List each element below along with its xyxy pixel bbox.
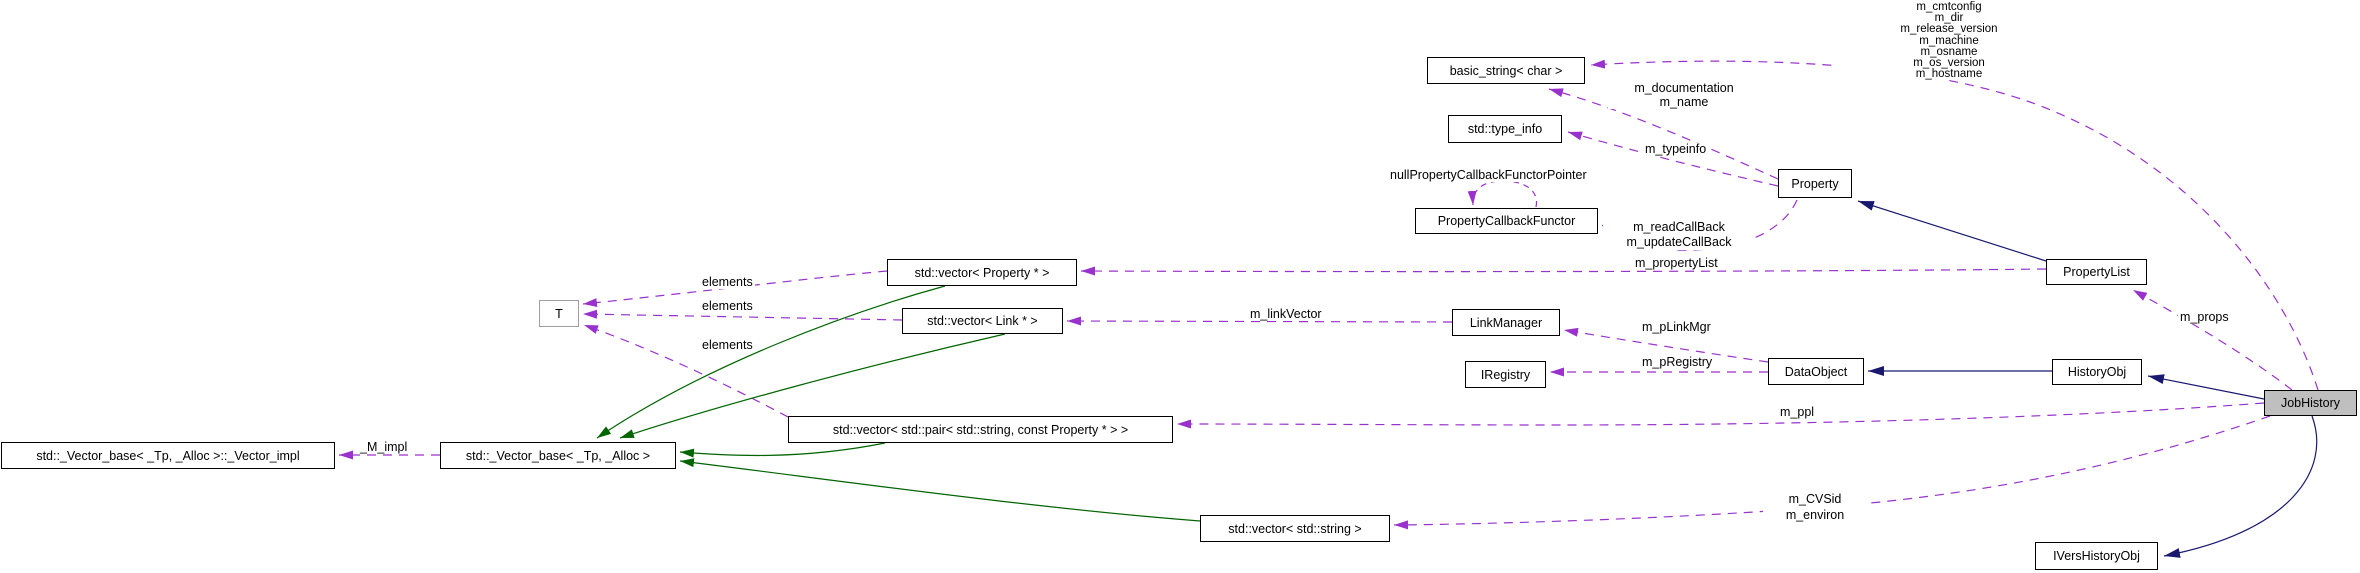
edge-vector-string-inherits-vectorbase [679, 458, 1201, 522]
class-node-template-t[interactable]: T [539, 300, 579, 327]
edge-label-m-ppl: m_ppl [1778, 405, 1817, 419]
edge-label-line: m_environ [1785, 508, 1845, 522]
edge-label-documentation-name: m_documentation m_name [1608, 81, 1760, 109]
edge-label-elements-2: elements [700, 299, 755, 313]
edge-label-m-propertylist: m_propertyList [1633, 256, 1720, 270]
edge-jobhistory-propertylist [2132, 289, 2293, 391]
edge-functor-self-loop [1467, 180, 1538, 208]
class-node-data-object[interactable]: DataObject [1768, 358, 1864, 385]
class-node-link-manager[interactable]: LinkManager [1452, 309, 1560, 336]
edge-label-line: m_updateCallBack [1626, 235, 1732, 249]
edge-label-line: m_documentation [1634, 81, 1734, 95]
edge-dataobject-linkmanager [1563, 327, 1769, 363]
edge-label-elements-1: elements [700, 275, 755, 289]
edge-jobhistory-basic-string [1590, 59, 2319, 391]
edge-linkmanager-vector-link [1066, 316, 1453, 326]
class-node-vector-base-impl[interactable]: std::_Vector_base< _Tp, _Alloc >::_Vecto… [1, 442, 335, 469]
edge-label-elements-3: elements [700, 338, 755, 352]
edge-vector-property-inherits-vectorbase [596, 285, 946, 439]
edge-label-line: m_hostname [1915, 68, 1983, 81]
edge-propertylist-inherits-property [1857, 200, 2047, 262]
class-node-vector-property[interactable]: std::vector< Property * > [887, 259, 1077, 286]
edge-label-jobhistory-strings: m_cmtconfig m_dir m_release_version m_ma… [1836, 1, 2062, 81]
edge-vector-link-t [582, 309, 903, 321]
class-node-iregistry[interactable]: IRegistry [1465, 361, 1546, 388]
edge-vector-pair-t [583, 324, 789, 418]
edge-label-null-functor-pointer: nullPropertyCallbackFunctorPointer [1388, 168, 1589, 182]
edge-label-line: m_machine [1919, 34, 1979, 47]
class-node-property[interactable]: Property [1778, 169, 1852, 198]
class-node-type-info[interactable]: std::type_info [1448, 115, 1562, 143]
edge-vector-property-t [582, 270, 888, 308]
edge-label-line: m_dir [1934, 12, 1964, 25]
edge-label-m-plinkmgr: m_pLinkMgr [1640, 320, 1713, 334]
class-node-property-callback-functor[interactable]: PropertyCallbackFunctor [1415, 208, 1598, 234]
class-node-job-history: JobHistory [2264, 390, 2357, 416]
edge-label-line: m_osname [1920, 45, 1978, 58]
class-node-vector-pair[interactable]: std::vector< std::pair< std::string, con… [788, 416, 1173, 443]
class-node-property-list[interactable]: PropertyList [2046, 259, 2147, 285]
edge-vector-pair-inherits-vectorbase [679, 442, 886, 458]
class-node-vector-link[interactable]: std::vector< Link * > [902, 308, 1063, 334]
edge-label-m-impl: _M_impl [358, 440, 410, 454]
edge-property-basic-string [1548, 88, 1779, 180]
edge-label-line: m_cmtconfig [1916, 1, 1982, 13]
class-node-vector-base[interactable]: std::_Vector_base< _Tp, _Alloc > [440, 442, 676, 469]
edge-label-m-typeinfo: m_typeinfo [1643, 142, 1709, 156]
edge-property-typeinfo [1567, 131, 1779, 187]
edge-label-line: m_os_version [1913, 57, 1985, 70]
edge-label-cvsid-environ: m_CVSid m_environ [1763, 491, 1867, 523]
edge-label-m-linkvector: m_linkVector [1248, 307, 1324, 321]
class-node-vector-string[interactable]: std::vector< std::string > [1200, 515, 1390, 542]
edge-label-line: m_name [1659, 95, 1709, 109]
edge-label-m-props: m_props [2178, 310, 2231, 324]
class-node-ivers-history-obj[interactable]: IVersHistoryObj [2035, 542, 2158, 570]
edge-vector-link-inherits-vectorbase [619, 333, 1006, 439]
edge-label-line: m_release_version [1900, 23, 1998, 36]
edge-label-callbacks: m_readCallBack m_updateCallBack [1603, 220, 1755, 250]
class-node-basic-string[interactable]: basic_string< char > [1427, 57, 1585, 84]
edge-jobhistory-inherits-ivershistoryobj [2163, 415, 2318, 558]
edge-jobhistory-vector-pair [1176, 402, 2265, 429]
edge-label-line: m_readCallBack [1633, 220, 1725, 234]
edge-label-line: m_CVSid [1788, 492, 1842, 506]
edge-label-m-pregistry: m_pRegistry [1640, 355, 1715, 369]
class-node-history-obj[interactable]: HistoryObj [2052, 359, 2142, 385]
edge-jobhistory-inherits-historyobj [2147, 374, 2265, 400]
edge-propertylist-vector-property [1080, 266, 2047, 276]
